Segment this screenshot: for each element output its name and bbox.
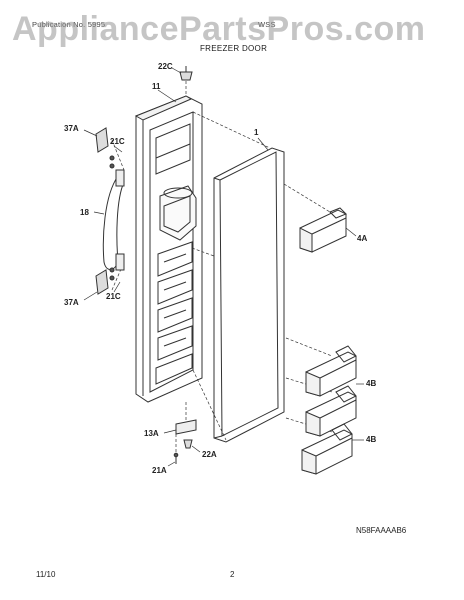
callout-11: 11 [152,82,161,91]
door-bin-4b-1 [305,345,357,397]
door-handle [93,169,125,271]
callout-18: 18 [80,208,89,217]
door-gasket [213,147,285,443]
callout-1: 1 [254,128,259,137]
bottom-hinge [163,419,197,435]
callout-37a-bottom: 37A [64,298,79,307]
bottom-hinge-pin [183,439,201,453]
callout-22c: 22C [158,62,173,71]
callout-37a-top: 37A [64,124,79,133]
callout-4b-bottom: 4B [366,435,377,444]
callout-21c-top: 21C [110,137,125,146]
handle-trim-top [83,127,109,153]
handle-trim-bottom [83,269,109,301]
watermark-text: AppliancePartsPros.com [12,10,426,48]
footer-page-number: 2 [230,570,235,579]
top-hinge-pin [171,66,193,81]
door-bin-4a [299,207,357,253]
figure-code: N58FAAAAB6 [356,526,407,535]
door-bin-4b-2 [305,383,364,437]
section-title: FREEZER DOOR [200,44,268,53]
hinge-screw [167,452,179,467]
callout-22a: 22A [202,450,217,459]
callout-13a: 13A [144,429,159,438]
header-model: WSS [258,20,276,29]
callout-21a: 21A [152,466,167,475]
callout-4a: 4A [357,234,368,243]
callout-21c-bottom: 21C [106,292,121,301]
footer-date: 11/10 [36,570,56,579]
callout-4b-mid: 4B [366,379,377,388]
freezer-door-panel [134,95,203,403]
handle-screws [109,145,123,293]
header-publication: Publication No. 5995 [32,20,106,29]
door-bin-4b-3 [301,423,364,475]
